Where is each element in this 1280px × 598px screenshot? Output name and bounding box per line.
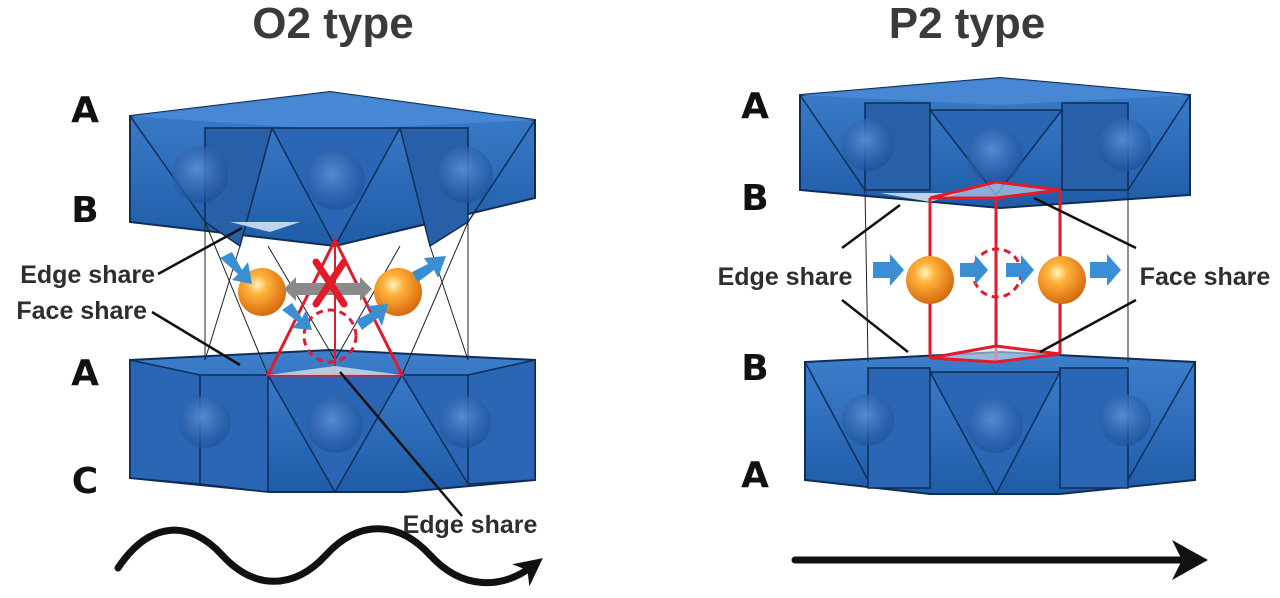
o2-forbidden-x-mark: [312, 258, 348, 308]
o2-migration-arrow-4: [412, 256, 446, 282]
o2-tetrahedral-site: [265, 236, 405, 377]
o2-top-octahedral-slab: [129, 90, 536, 248]
o2-wavy-diffusion-path: [114, 525, 543, 587]
p2-panel: P2 type A B B A: [718, 0, 1271, 580]
p2-bottom-octahedral-slab: [804, 350, 1196, 496]
p2-leader-lines: [841, 196, 1137, 354]
o2-layer-label-1: A: [71, 90, 99, 131]
o2-face-share-label: Face share: [16, 297, 147, 325]
p2-migration-arrow-3: [1006, 255, 1034, 285]
o2-ion-right: [374, 268, 422, 316]
p2-layer-label-1: A: [741, 86, 769, 127]
p2-migration-arrow-1: [873, 254, 904, 286]
o2-edge-share-label-lower: Edge share: [403, 511, 538, 539]
p2-layer-label-2: B: [741, 178, 768, 219]
p2-layer-label-4: A: [741, 455, 769, 496]
p2-edge-share-label: Edge share: [718, 263, 853, 291]
o2-layer-label-2: B: [71, 190, 98, 231]
p2-ion-right: [1038, 256, 1086, 304]
o2-leader-lines: [151, 226, 463, 517]
o2-vacant-site: [302, 308, 358, 364]
p2-layer-label-3: B: [741, 348, 768, 389]
p2-top-octahedral-slab: [799, 76, 1191, 210]
o2-migration-arrows: [220, 252, 446, 330]
o2-layer-label-4: C: [72, 461, 98, 502]
p2-ion-left: [906, 256, 954, 304]
p2-migration-arrows: [873, 254, 1121, 286]
o2-title: O2 type: [252, 0, 413, 48]
p2-face-share-label: Face share: [1140, 263, 1271, 291]
o2-layer-label-3: A: [71, 353, 99, 394]
o2-migration-arrow-1: [220, 252, 252, 284]
o2-bottom-octahedral-slab: [129, 348, 536, 494]
o2-panel: O2 type A B A C: [16, 0, 543, 587]
p2-title: P2 type: [889, 0, 1046, 48]
p2-interlayer-framework: [864, 189, 1129, 363]
o2-migration-arrow-2: [282, 303, 312, 330]
o2-interlayer-framework: [204, 221, 469, 376]
o2-migration-arrow-3: [356, 304, 388, 330]
o2-edge-share-label-upper: Edge share: [20, 261, 155, 289]
p2-migration-arrow-2: [960, 255, 988, 285]
p2-straight-diffusion-path: [791, 540, 1208, 580]
p2-migration-arrow-4: [1090, 254, 1121, 286]
